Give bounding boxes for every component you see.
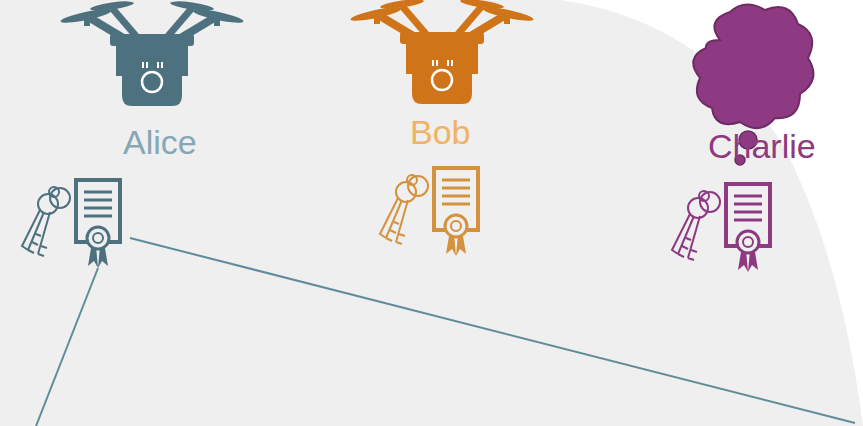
person-name: Bob — [410, 112, 471, 152]
drone-icon — [350, 0, 535, 104]
person-name: Charlie — [708, 126, 816, 166]
thought-bubble — [693, 4, 813, 128]
key-certificate-icon — [22, 180, 120, 268]
key-certificate-icon — [672, 184, 770, 272]
key-certificate-icon — [380, 168, 478, 256]
person-name: Alice — [123, 122, 197, 162]
drone-icon — [60, 0, 245, 106]
leader-line — [36, 268, 98, 426]
background-shape — [560, 0, 863, 426]
